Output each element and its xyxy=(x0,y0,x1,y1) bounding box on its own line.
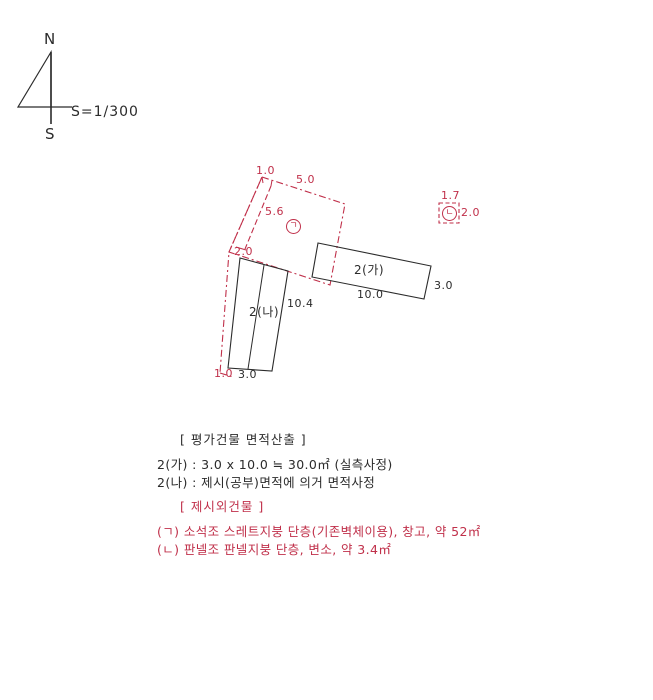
area-notes-header: [ 평가건물 면적산출 ] xyxy=(180,432,307,447)
annex-structure-b xyxy=(438,202,460,224)
area-note-line-2: 2(나) : 제시(공부)면적에 의거 면적사정 xyxy=(157,475,376,490)
parcel-outline xyxy=(219,176,346,378)
dim-parcel-bottom-left: 1.0 xyxy=(214,367,233,380)
dim-ga-bottom: 10.0 xyxy=(357,288,384,301)
dim-parcel-top-left: 1.0 xyxy=(256,164,275,177)
building-na-label: 2(나) xyxy=(249,305,280,319)
area-note-line-1: 2(가) : 3.0 x 10.0 ≒ 30.0㎡ (실측사정) xyxy=(157,457,393,472)
symbol-circle-a: ㄱ xyxy=(286,219,301,234)
dim-na-bottom: 3.0 xyxy=(238,368,257,381)
offer-note-line-1: (ㄱ) 소석조 스레트지붕 단층(기존벽체이용), 창고, 약 52㎡ xyxy=(157,524,481,539)
building-ga-label: 2(가) xyxy=(354,263,385,277)
dim-na-right: 10.4 xyxy=(287,297,314,310)
dim-parcel-top-right: 5.0 xyxy=(296,173,315,186)
dim-annex-top: 1.7 xyxy=(441,189,460,202)
north-arrow-icon xyxy=(16,49,72,124)
dim-parcel-mid-left: 2.0 xyxy=(234,245,253,258)
compass-south-label: S xyxy=(45,125,55,143)
building-ga-shape xyxy=(311,242,432,300)
dim-ga-right: 3.0 xyxy=(434,279,453,292)
compass-north-label: N xyxy=(44,30,56,48)
building-na-shape xyxy=(227,257,289,372)
dim-parcel-inner-left: 5.6 xyxy=(265,205,284,218)
dim-annex-right: 2.0 xyxy=(461,206,480,219)
scale-label: S=1/300 xyxy=(71,104,139,120)
offer-note-line-2: (ㄴ) 판넬조 판넬지붕 단층, 변소, 약 3.4㎡ xyxy=(157,542,392,557)
offer-notes-header: [ 제시외건물 ] xyxy=(180,499,265,514)
symbol-circle-b: ㄴ xyxy=(442,206,457,221)
